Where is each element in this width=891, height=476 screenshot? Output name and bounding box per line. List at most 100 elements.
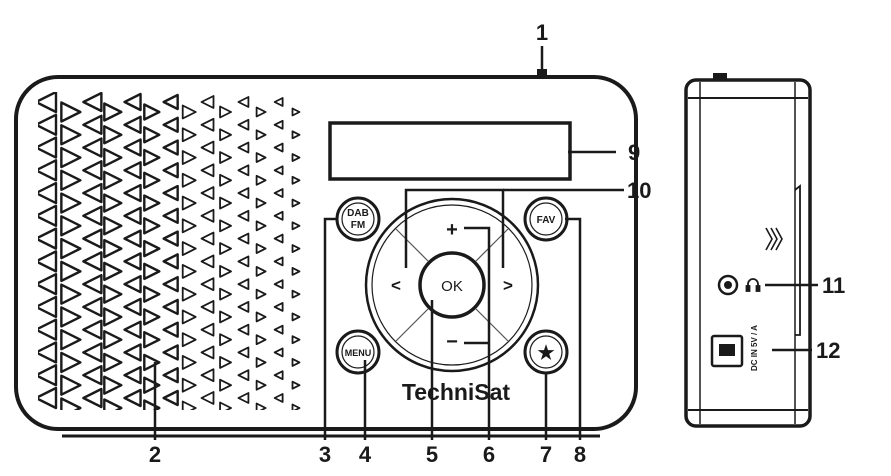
callout-4: 4 [359,442,372,467]
grill-hole [273,210,284,221]
grill-hole [219,264,232,278]
grill-hole [162,344,179,361]
grill-hole [219,378,232,392]
grill-hole [181,355,197,370]
right-button[interactable]: > [503,276,513,295]
grill-hole [200,391,215,405]
grill-hole [291,335,301,345]
grill-hole [273,324,284,335]
grill-hole [200,186,215,200]
grill-hole [60,328,82,351]
volume-up-button[interactable]: + [446,219,458,241]
grill-hole [143,103,161,121]
grill-hole [82,160,103,181]
grill-hole [143,217,161,235]
dc-in-label: DC IN 5V / A [750,325,759,371]
grill-hole [82,273,103,295]
grill-hole [103,375,123,395]
grill-hole [200,163,215,178]
grill-hole [103,238,123,259]
grill-hole [273,142,284,153]
grill-hole [82,251,103,272]
grill-hole [219,287,232,301]
grill-hole [162,207,179,225]
grill-hole [82,228,103,249]
side-top-nub [713,73,727,81]
dab-label: DAB [347,208,369,219]
grill-hole [60,374,82,396]
grill-hole [237,255,250,268]
grill-hole [237,141,250,154]
grill-hole [291,289,301,299]
ok-button[interactable] [418,251,486,319]
callout-10: 10 [627,178,651,203]
grill-hole [181,263,197,279]
grill-hole [143,171,161,190]
grill-hole [255,288,267,300]
grill-hole [123,115,142,134]
grill-hole [162,162,179,179]
grill-hole [143,285,161,303]
grill-hole [123,274,142,294]
headphone-jack[interactable] [717,274,739,296]
grill-hole [123,366,142,385]
grill-hole [237,301,250,313]
grill-hole [181,309,197,325]
grill-hole [219,242,232,256]
grill-hole [237,346,250,359]
grill-hole [200,95,215,109]
grill-hole [82,114,103,135]
grill-hole [291,358,301,367]
grill-hole [291,175,301,185]
grill-hole [60,192,82,214]
grill-hole [255,265,267,277]
grill-hole [255,311,267,323]
callout-lines [153,46,818,440]
grill-hole [82,319,103,340]
fav-button[interactable] [523,196,569,242]
grill-hole [200,368,215,383]
grill-hole [219,105,232,119]
grill-hole [60,397,82,410]
grill-hole [162,139,179,156]
grill-hole [200,277,215,292]
grill-hole [143,399,161,410]
volume-down-button[interactable]: − [446,331,458,353]
grill-hole [291,130,301,140]
grill-hole [291,153,301,162]
grill-hole [60,101,82,123]
grill-hole [291,221,301,231]
side-stand [794,184,801,336]
grill-hole [60,351,82,374]
grill-hole [255,243,267,255]
grill-hole [219,356,232,369]
grill-hole [237,369,250,382]
grill-hole [103,307,123,327]
grill-hole [219,401,232,410]
grill-hole [181,172,197,188]
grill-hole [123,320,142,339]
grill-hole [255,197,267,209]
grill-hole [60,306,82,328]
grill-hole [237,278,250,291]
grill-hole [219,333,232,347]
grill-hole [273,279,284,290]
grill-hole [123,138,142,157]
grill-hole [38,272,58,296]
star-button[interactable] [523,329,569,375]
mini-usb-port-icon[interactable] [710,334,744,368]
dab-fm-button[interactable] [335,196,381,242]
grill-hole [273,370,284,381]
left-button[interactable]: < [391,276,401,295]
grill-hole [237,118,250,131]
callout-5: 5 [426,442,438,467]
grill-hole [143,239,161,258]
grill-hole [237,392,250,404]
grip-marks-icon [765,227,783,251]
grill-hole [60,124,82,146]
grill-hole [273,233,284,244]
grill-hole [291,266,301,276]
speaker-grill [38,92,301,410]
grill-hole [162,230,179,247]
